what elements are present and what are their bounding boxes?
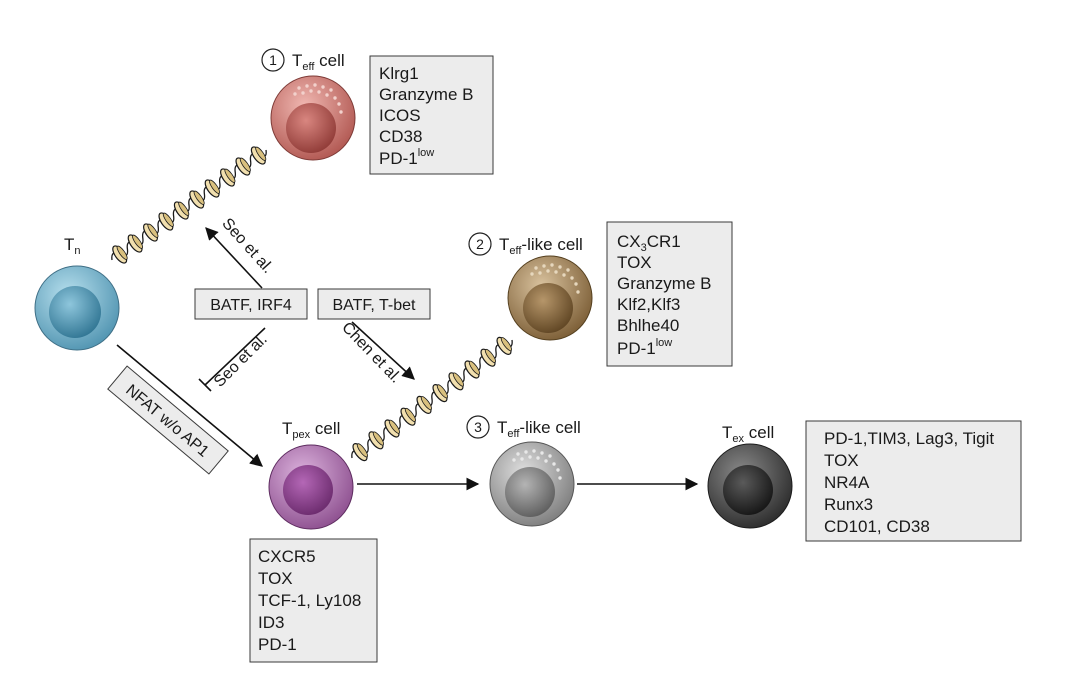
svg-text:PD-1: PD-1 (258, 635, 297, 654)
box-tex-markers: PD-1,TIM3, Lag3, Tigit TOX NR4A Runx3 CD… (805, 420, 1022, 542)
svg-text:2: 2 (476, 236, 484, 252)
svg-text:Teff-like cell: Teff-like cell (499, 235, 583, 257)
svg-text:NFAT w/o AP1: NFAT w/o AP1 (122, 382, 212, 461)
svg-text:3: 3 (474, 419, 482, 435)
svg-text:Teff cell: Teff cell (292, 51, 345, 73)
cell-teff-like-3 (489, 441, 575, 527)
label-teff-like-2: 2 Teff-like cell (468, 232, 583, 257)
cell-tn (34, 265, 120, 351)
label-tex: Tex cell (722, 423, 774, 445)
svg-text:CD38: CD38 (379, 127, 422, 146)
annotation-seo-lower: Seo et al. (211, 331, 271, 391)
svg-text:CX3CR1: CX3CR1 (617, 232, 681, 254)
label-tpex: Tpex cell (282, 419, 340, 441)
svg-text:ICOS: ICOS (379, 106, 421, 125)
svg-text:1: 1 (269, 52, 277, 68)
cell-teff (270, 75, 356, 161)
label-tn: Tn (64, 235, 81, 257)
svg-text:Granzyme B: Granzyme B (379, 85, 473, 104)
svg-text:PD-1,TIM3, Lag3, Tigit: PD-1,TIM3, Lag3, Tigit (824, 429, 994, 448)
inhibit-seo-lower-bar (198, 378, 212, 392)
arrow-chen (351, 321, 415, 380)
label-teff-like-3: 3 Teff-like cell (466, 415, 581, 440)
svg-text:Klrg1: Klrg1 (379, 64, 419, 83)
svg-text:ID3: ID3 (258, 613, 284, 632)
annotation-chen: Chen et al. (338, 319, 404, 386)
svg-text:TOX: TOX (617, 253, 652, 272)
svg-text:PD-1low: PD-1low (379, 147, 434, 168)
factor-batf-tbet: BATF, T-bet (317, 288, 431, 320)
svg-text:Teff-like cell: Teff-like cell (497, 418, 581, 440)
arrow-seo-upper (205, 227, 263, 289)
svg-text:PD-1low: PD-1low (617, 337, 672, 358)
svg-text:NR4A: NR4A (824, 473, 870, 492)
factor-batf-irf4: BATF, IRF4 (194, 288, 308, 320)
svg-text:CXCR5: CXCR5 (258, 547, 316, 566)
svg-text:TCF-1, Ly108: TCF-1, Ly108 (258, 591, 361, 610)
svg-text:CD101, CD38: CD101, CD38 (824, 517, 930, 536)
factor-nfat: NFAT w/o AP1 (107, 365, 229, 475)
arrow-tn-to-tpex (116, 344, 263, 467)
chromatin-upper (111, 146, 267, 264)
box-teff-like-markers: CX3CR1 TOX Granzyme B Klf2,Klf3 Bhlhe40 … (606, 221, 733, 367)
svg-text:Granzyme B: Granzyme B (617, 274, 711, 293)
svg-text:BATF, T-bet: BATF, T-bet (333, 297, 417, 314)
svg-text:TOX: TOX (824, 451, 859, 470)
chromatin-middle (351, 336, 513, 462)
svg-text:Klf2,Klf3: Klf2,Klf3 (617, 295, 680, 314)
cell-tpex (268, 444, 354, 530)
svg-text:Bhlhe40: Bhlhe40 (617, 316, 679, 335)
label-teff: 1 Teff cell (261, 48, 345, 73)
svg-text:BATF, IRF4: BATF, IRF4 (210, 297, 292, 314)
svg-text:TOX: TOX (258, 569, 293, 588)
svg-text:Runx3: Runx3 (824, 495, 873, 514)
inhibit-seo-lower (204, 327, 266, 386)
cell-teff-like-2 (507, 255, 593, 341)
box-teff-markers: Klrg1 Granzyme B ICOS CD38 PD-1low (369, 55, 494, 175)
box-tpex-markers: CXCR5 TOX TCF-1, Ly108 ID3 PD-1 (249, 538, 378, 663)
annotation-seo-upper: Seo et al. (218, 215, 276, 277)
cell-tex (707, 443, 793, 529)
